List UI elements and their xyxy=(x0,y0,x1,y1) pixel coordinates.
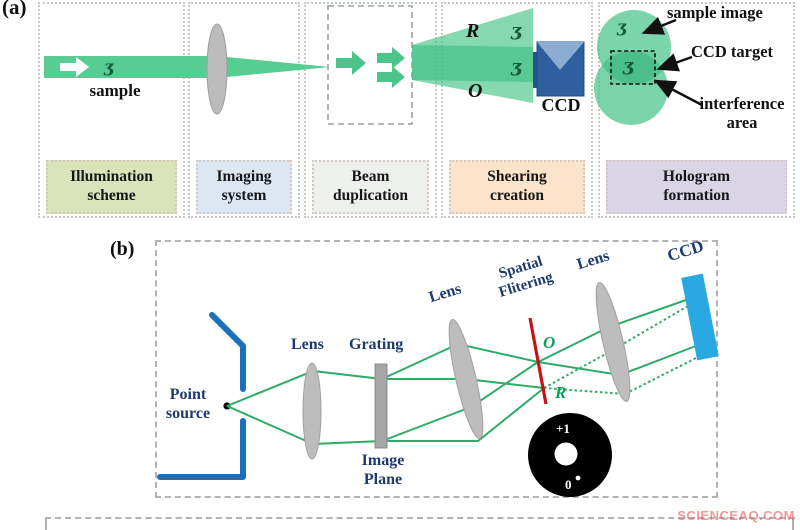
stage-label-text: Imaging system xyxy=(216,168,272,204)
stage-label-text: Shearing creation xyxy=(487,168,547,204)
point-source-text: Point source xyxy=(165,386,211,423)
stage-column-illumination: Illumination scheme xyxy=(38,2,185,218)
stage-column-imaging: Imaging system xyxy=(188,2,300,218)
panel-c-top-border xyxy=(45,517,795,519)
annotation-interference-area-text: interference area xyxy=(699,94,785,132)
image-plane-text: Image Plane xyxy=(361,452,405,489)
panel-b-tag: (b) xyxy=(110,238,135,260)
annotation-interference-area: interference area xyxy=(686,94,798,133)
panel-a-tag: (a) xyxy=(2,0,27,19)
plus-one-order-label: +1 xyxy=(556,421,570,436)
annotation-sample-image: sample image xyxy=(667,3,763,22)
sample-silhouette: ʒ xyxy=(617,17,627,36)
annotation-ccd-target: CCD target xyxy=(691,42,774,61)
sample-label: sample xyxy=(89,81,141,100)
stage-label-hologram: Hologram formation xyxy=(606,160,787,214)
beam-o-label: O xyxy=(468,80,483,102)
beam-r-label: R xyxy=(466,20,480,42)
grating-label: Grating xyxy=(349,336,404,353)
stage-column-beam-duplication: Beam duplication xyxy=(304,2,437,218)
reference-beam-label: R xyxy=(555,383,567,402)
stage-label-text: Hologram formation xyxy=(662,168,731,204)
object-beam-label: O xyxy=(543,333,556,352)
image-plane-label: Image Plane xyxy=(352,451,414,489)
stage-label-shearing: Shearing creation xyxy=(449,160,585,214)
panel-c-left-corner xyxy=(45,519,47,530)
panel-b-frame xyxy=(155,240,718,498)
sample-silhouette: ʒ xyxy=(104,57,114,76)
ccd-cube-label: CCD xyxy=(541,95,581,115)
sample-silhouette: ʒ xyxy=(511,56,522,77)
stage-label-illumination: Illumination scheme xyxy=(46,160,177,214)
stage-label-beam-duplication: Beam duplication xyxy=(312,160,429,214)
sample-silhouette: ʒ xyxy=(623,55,634,76)
stage-label-text: Beam duplication xyxy=(333,168,408,204)
panel-c-right-corner xyxy=(792,519,794,530)
watermark: SCIENCEAQ.COM xyxy=(677,508,795,523)
zero-order-label: 0 xyxy=(565,477,572,492)
stage-label-imaging: Imaging system xyxy=(196,160,292,214)
stage-label-text: Illumination scheme xyxy=(70,168,153,204)
point-source-label: Point source xyxy=(156,385,220,423)
lens1-label: Lens xyxy=(291,336,324,353)
sample-silhouette: ʒ xyxy=(511,20,522,41)
